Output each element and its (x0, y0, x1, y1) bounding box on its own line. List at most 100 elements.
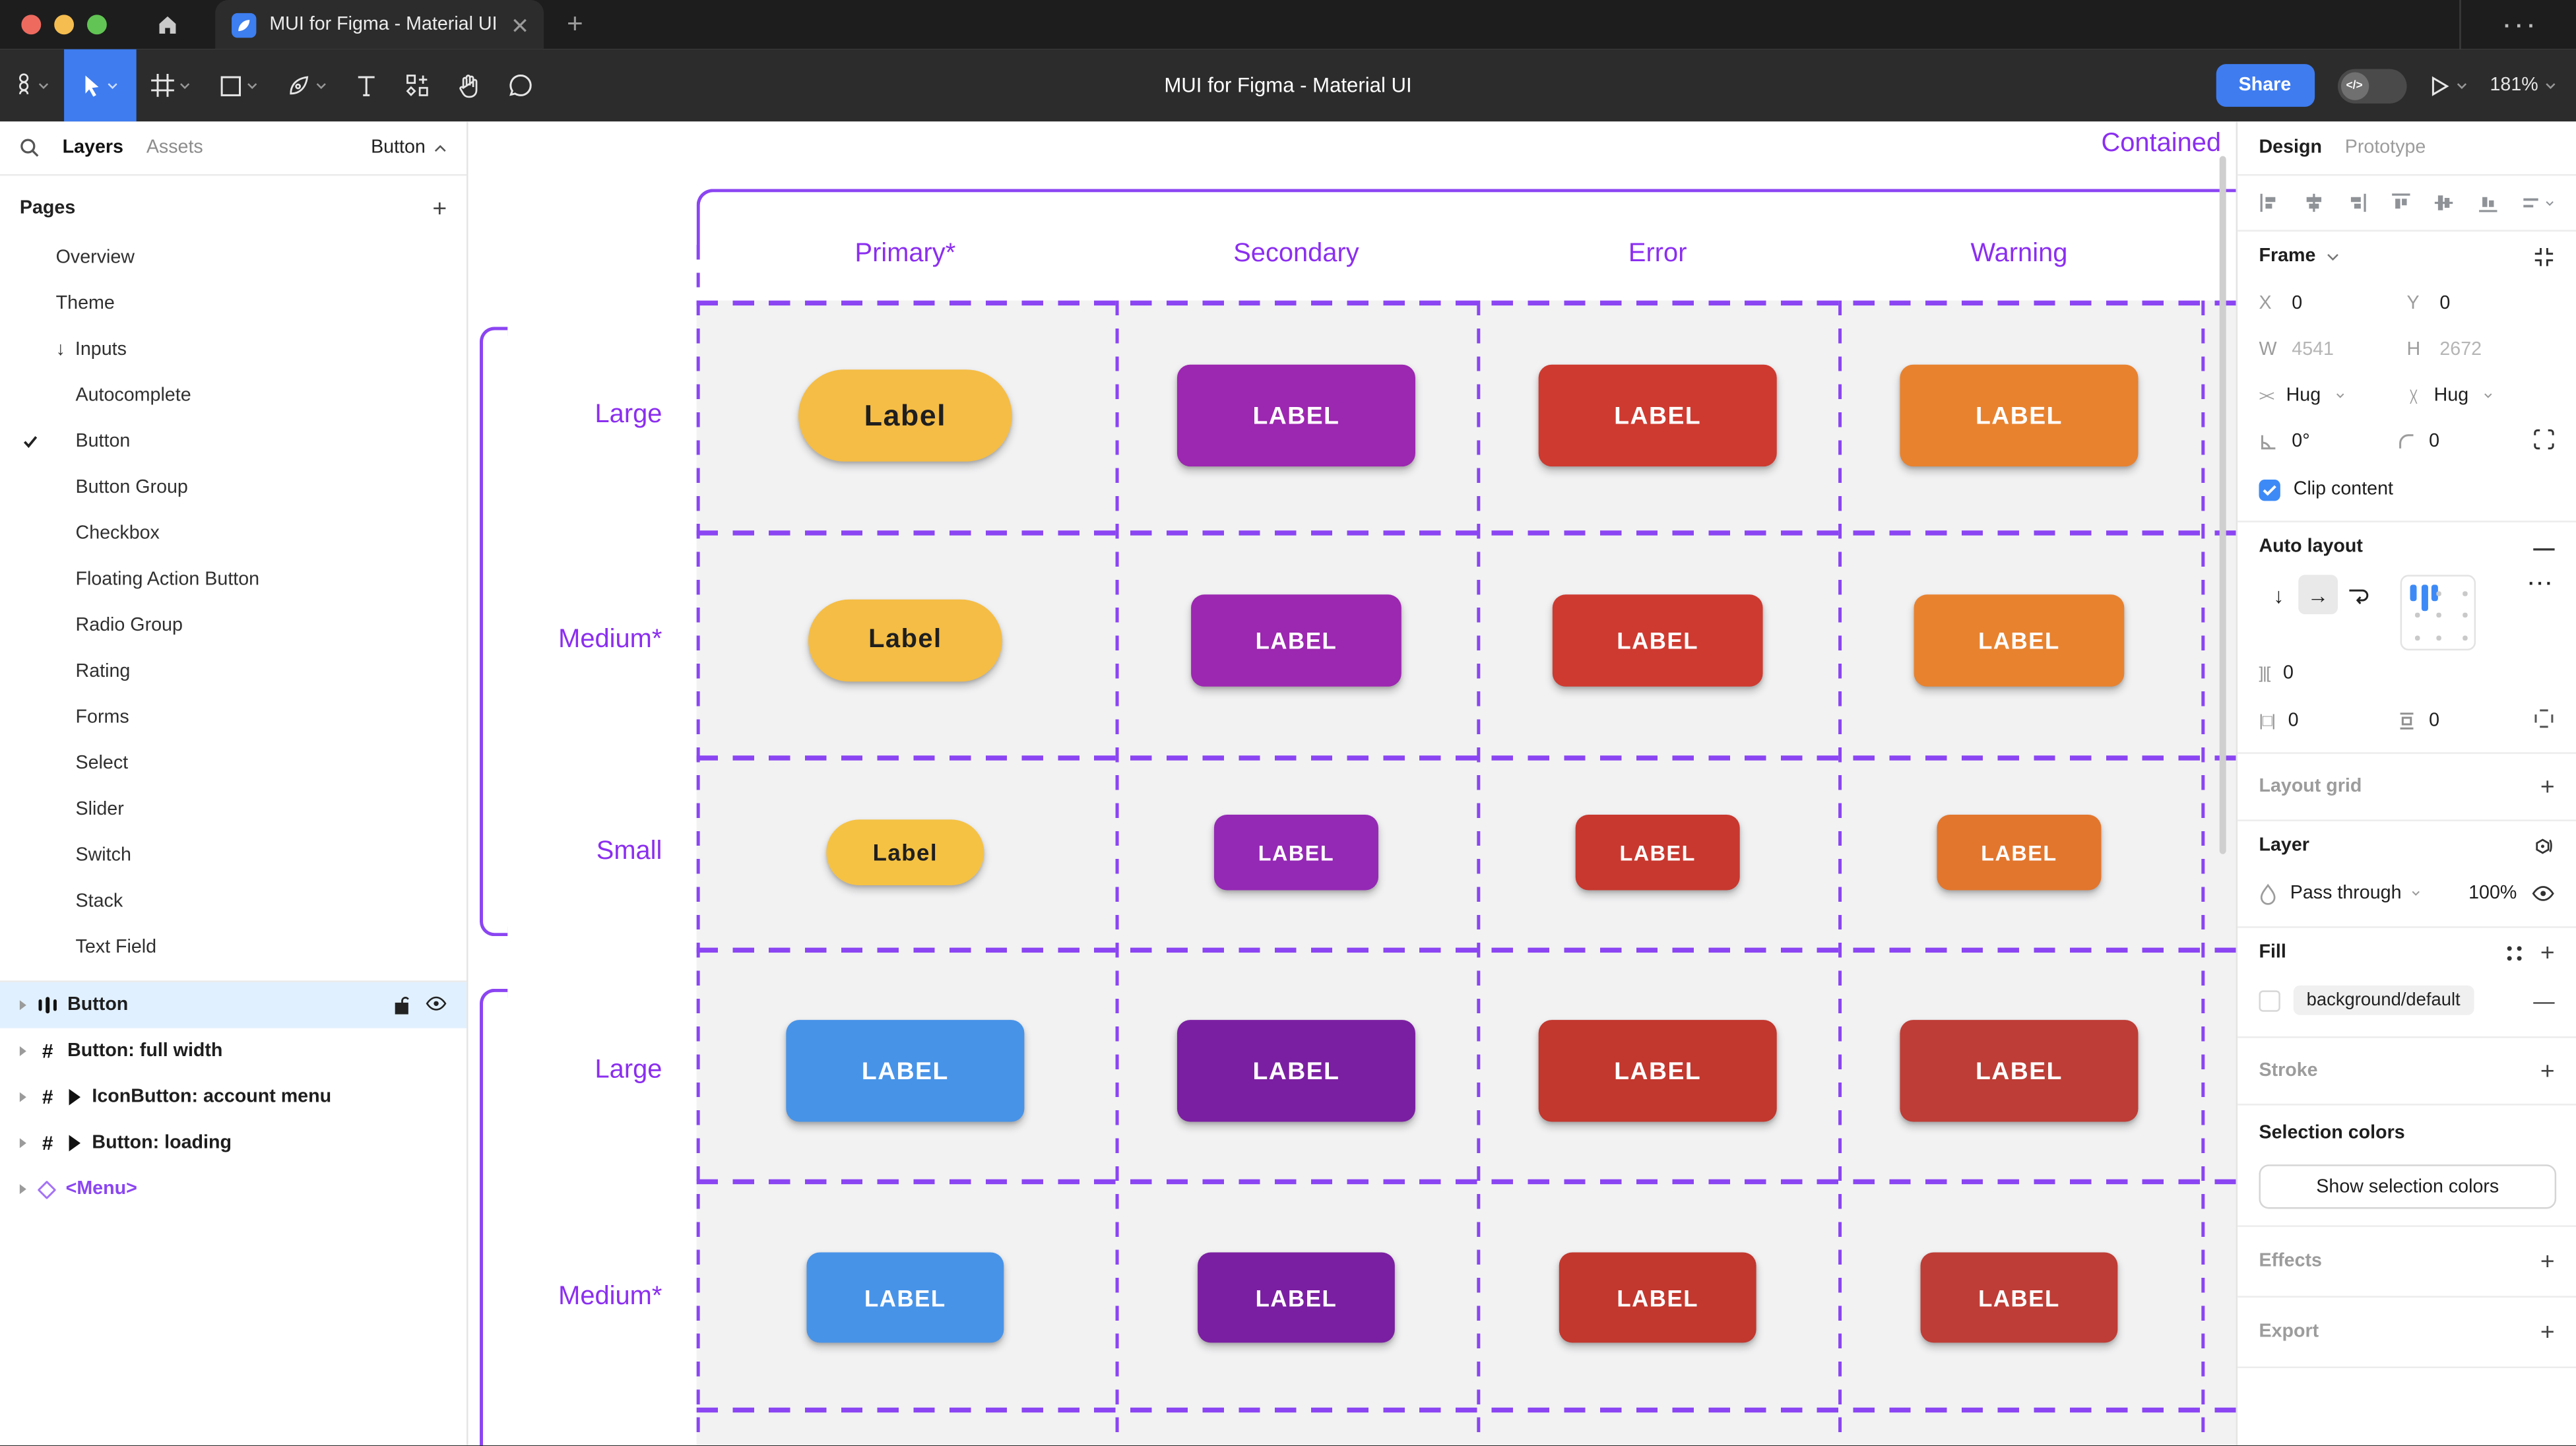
add-page-icon[interactable]: + (432, 195, 447, 223)
width-value[interactable]: 4541 (2292, 340, 2334, 360)
close-tab-icon[interactable] (513, 17, 527, 32)
mui-button-secondary-medium[interactable]: LABEL (1191, 594, 1401, 687)
fill-color-swatch[interactable] (2259, 990, 2280, 1011)
vertical-padding-value[interactable]: 0 (2429, 711, 2440, 731)
height-value[interactable]: 2672 (2439, 340, 2482, 360)
file-tab[interactable]: MUI for Figma - Material UI (215, 0, 544, 49)
frame-title[interactable]: Contained (2101, 129, 2222, 158)
minimize-window-button[interactable] (54, 15, 75, 35)
blend-mode-icon[interactable] (2532, 834, 2555, 858)
add-export-icon[interactable]: + (2540, 1318, 2555, 1346)
page-item[interactable]: Select (0, 741, 467, 787)
page-item[interactable]: Button (0, 419, 467, 465)
collapse-panel-icon[interactable] (2533, 245, 2554, 267)
auto-layout-more-icon[interactable]: ··· (2528, 575, 2555, 595)
page-item[interactable]: ↓Inputs (0, 327, 467, 373)
layer-row[interactable]: Button (0, 982, 467, 1028)
visible-eye-icon[interactable] (426, 995, 447, 1012)
tab-assets[interactable]: Assets (146, 138, 203, 158)
layer-row[interactable]: #Button: full width (0, 1028, 467, 1075)
mui-button-warning-small[interactable]: LABEL (1937, 814, 2102, 891)
opacity-value[interactable]: 100% (2468, 883, 2517, 904)
page-item[interactable]: Checkbox (0, 511, 467, 557)
mui-button-error-medium[interactable]: LABEL (1559, 1252, 1756, 1343)
tab-design[interactable]: Design (2259, 138, 2322, 158)
fill-styles-icon[interactable] (2506, 943, 2524, 961)
add-layout-grid-icon[interactable]: + (2540, 772, 2555, 801)
expand-layer-icon[interactable] (19, 1046, 26, 1056)
mui-button-warning-medium[interactable]: LABEL (1920, 1252, 2118, 1343)
mui-button-secondary-small[interactable]: LABEL (1213, 814, 1378, 891)
expand-layer-icon[interactable] (19, 1138, 26, 1148)
mui-button-error-small[interactable]: LABEL (1575, 814, 1740, 891)
page-item[interactable]: Overview (0, 235, 467, 281)
comment-tool-button[interactable] (494, 49, 547, 122)
expand-layer-icon[interactable] (19, 1184, 26, 1195)
pen-tool-button[interactable] (273, 49, 342, 122)
gap-value[interactable]: 0 (2282, 663, 2294, 683)
search-icon[interactable] (20, 138, 40, 158)
mui-button-primary-medium[interactable]: LABEL (806, 1252, 1004, 1343)
frame-tool-button[interactable] (137, 49, 206, 122)
page-item[interactable]: Stack (0, 879, 467, 925)
auto-layout-alignment-widget[interactable] (2400, 575, 2476, 650)
corner-radius-value[interactable]: 0 (2429, 431, 2440, 452)
blend-mode-value[interactable]: Pass through (2290, 883, 2402, 904)
auto-layout-wrap-icon[interactable] (2338, 575, 2377, 614)
remove-fill-icon[interactable]: — (2533, 988, 2555, 1013)
auto-layout-vertical-icon[interactable]: ↓ (2273, 582, 2284, 607)
align-top-icon[interactable] (2389, 192, 2410, 213)
align-left-icon[interactable] (2259, 192, 2280, 213)
text-tool-button[interactable] (342, 49, 391, 122)
tab-layers[interactable]: Layers (62, 138, 123, 158)
frame-section-title[interactable]: Frame (2259, 246, 2316, 267)
expand-layer-icon[interactable] (19, 1092, 26, 1102)
page-item[interactable]: Text Field (0, 925, 467, 971)
page-item[interactable]: Theme (0, 281, 467, 327)
expand-layer-icon[interactable] (19, 1000, 26, 1011)
page-item[interactable]: Autocomplete (0, 373, 467, 419)
tab-prototype[interactable]: Prototype (2344, 138, 2426, 158)
close-window-button[interactable] (21, 15, 42, 35)
layer-row[interactable]: <Menu> (0, 1166, 467, 1212)
page-item[interactable]: Slider (0, 787, 467, 833)
layer-row[interactable]: #Button: loading (0, 1120, 467, 1166)
individual-padding-icon[interactable] (2533, 708, 2554, 729)
independent-corners-icon[interactable] (2533, 429, 2554, 450)
unlock-icon[interactable] (395, 995, 411, 1015)
mui-button-warning-large[interactable]: LABEL (1900, 364, 2139, 467)
mui-button-warning-large[interactable]: LABEL (1900, 1020, 2139, 1122)
mui-button-warning-medium[interactable]: LABEL (1914, 594, 2125, 687)
align-bottom-icon[interactable] (2476, 192, 2497, 213)
layer-visibility-eye-icon[interactable] (2532, 885, 2555, 902)
share-button[interactable]: Share (2215, 64, 2315, 107)
page-item[interactable]: Rating (0, 648, 467, 695)
x-value[interactable]: 0 (2292, 294, 2303, 314)
canvas-scrollbar[interactable] (2219, 156, 2226, 854)
fill-style-name[interactable]: background/default (2293, 985, 2474, 1015)
layer-row[interactable]: #IconButton: account menu (0, 1074, 467, 1120)
dev-mode-toggle[interactable]: </> (2336, 68, 2406, 103)
align-h-center-icon[interactable] (2302, 192, 2323, 213)
rotation-value[interactable]: 0° (2292, 431, 2310, 452)
selection-chip[interactable]: Button (371, 138, 447, 158)
clip-content-checkbox[interactable] (2259, 478, 2280, 501)
mui-button-secondary-large[interactable]: LABEL (1176, 364, 1415, 467)
zoom-menu[interactable]: 181% (2490, 76, 2556, 95)
page-item[interactable]: Switch (0, 833, 467, 879)
add-fill-icon[interactable]: + (2540, 938, 2555, 967)
home-icon[interactable] (156, 13, 179, 36)
hug-horizontal-value[interactable]: Hug (2286, 386, 2321, 406)
main-menu-button[interactable] (0, 49, 64, 122)
page-item[interactable]: Floating Action Button (0, 557, 467, 603)
window-more-menu-icon[interactable]: ··· (2503, 12, 2540, 38)
shape-tool-button[interactable] (205, 49, 273, 122)
new-tab-button[interactable]: + (566, 8, 583, 40)
show-selection-colors-button[interactable]: Show selection colors (2259, 1164, 2557, 1209)
mui-button-primary-large[interactable]: LABEL (786, 1020, 1025, 1122)
hand-tool-button[interactable] (443, 49, 494, 122)
auto-layout-horizontal-icon[interactable]: → (2298, 575, 2338, 615)
mui-button-secondary-medium[interactable]: LABEL (1198, 1252, 1395, 1343)
page-item[interactable]: Forms (0, 695, 467, 741)
